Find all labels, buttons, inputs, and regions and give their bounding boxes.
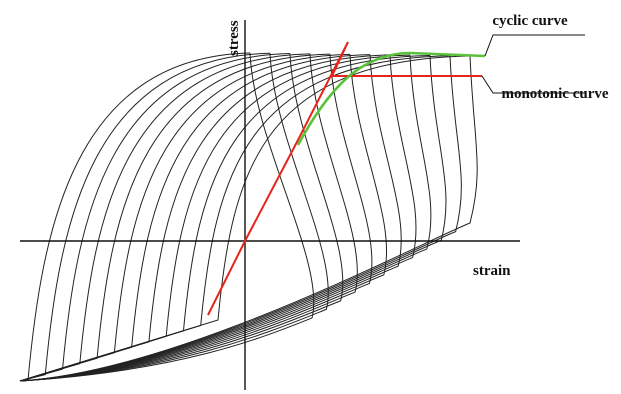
hysteresis-loop-lower-branch — [19, 54, 417, 382]
hysteresis-loop-upper-branch — [19, 53, 351, 382]
cyclic-curve-label: cyclic curve — [492, 13, 568, 29]
hysteresis-loop-lower-branch — [19, 54, 402, 382]
monotonic-curve-leader — [481, 75, 585, 94]
hysteresis-loop-upper-branch — [19, 53, 291, 382]
hysteresis-loop-upper-branch — [19, 54, 391, 382]
stress-axis-label: stress — [226, 20, 242, 56]
hysteresis-loop-lower-branch — [19, 54, 388, 382]
hysteresis-loop-upper-branch — [19, 55, 451, 382]
hysteresis-loop-upper-branch — [19, 53, 331, 382]
hysteresis-loop-lower-branch — [19, 55, 462, 382]
hysteresis-loop-lower-branch — [19, 53, 329, 382]
hysteresis-loop-upper-branch — [19, 54, 411, 382]
strain-axis-label: strain — [473, 263, 511, 279]
cyclic-curve — [296, 51, 486, 146]
hysteresis-loop-upper-branch — [19, 52, 251, 382]
hysteresis-loop-upper-branch — [19, 52, 271, 382]
hysteresis-loop-lower-branch — [19, 55, 447, 382]
hysteresis-loop-lower-branch — [19, 52, 315, 382]
hysteresis-loop-lower-branch — [19, 53, 358, 382]
hysteresis-loop-upper-branch — [19, 54, 431, 382]
hysteresis-loop-lower-branch — [19, 53, 344, 382]
hysteresis-loop-upper-branch — [19, 55, 471, 382]
hysteresis-loop-upper-branch — [19, 54, 371, 382]
hysteresis-loop-lower-branch — [19, 54, 373, 382]
hysteresis-loop-lower-branch — [19, 55, 478, 382]
hysteresis-loops — [19, 52, 478, 382]
cyclic-curve-leader — [484, 34, 585, 57]
hysteresis-loop-upper-branch — [19, 53, 311, 382]
monotonic-curve-label: monotonic curve — [501, 86, 608, 102]
monotonic-curve — [207, 41, 482, 316]
hysteresis-loop-lower-branch — [19, 55, 432, 382]
